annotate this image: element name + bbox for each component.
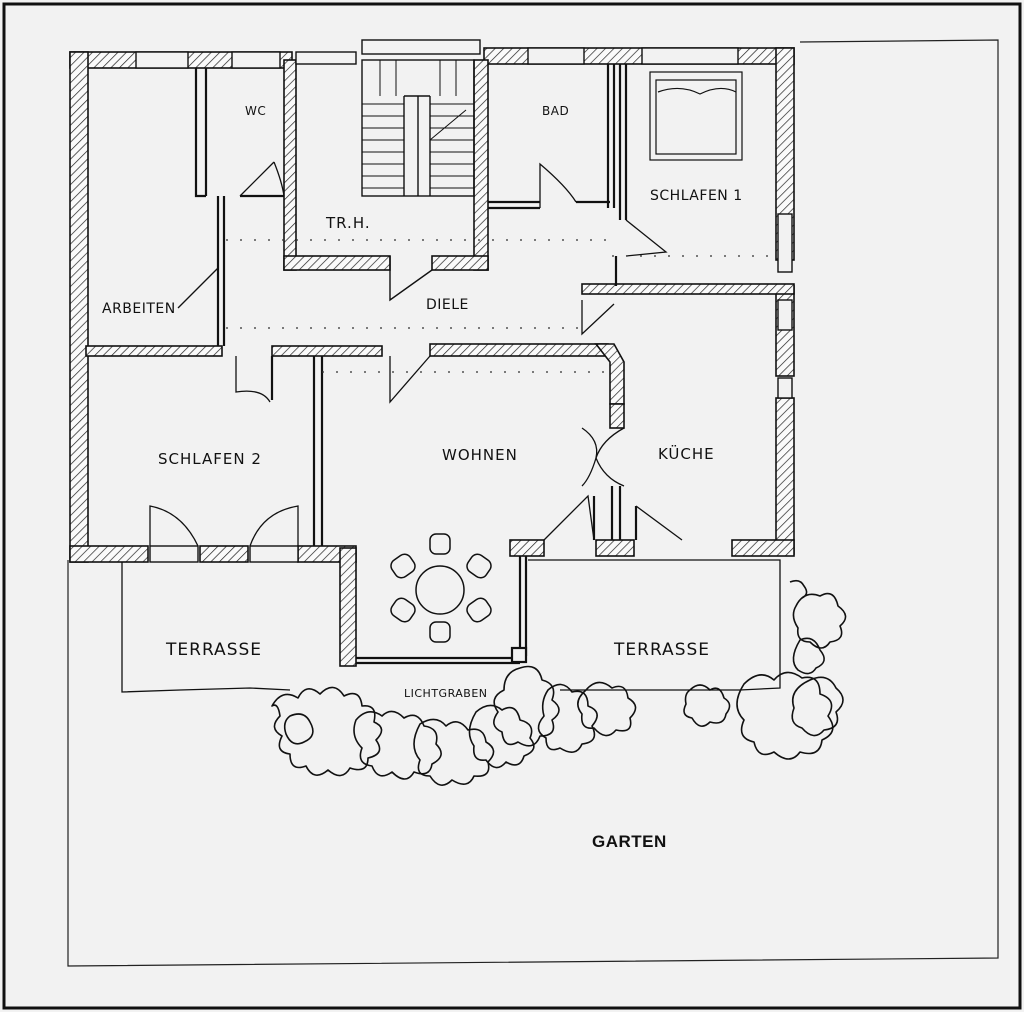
room-label-schlafen-2: SCHLAFEN 2 bbox=[158, 450, 262, 468]
terraces bbox=[121, 559, 781, 693]
staircase bbox=[361, 59, 475, 302]
wall-stair-left bbox=[283, 59, 297, 271]
dining-table-icon bbox=[390, 533, 492, 643]
doors bbox=[149, 161, 683, 547]
wall-stair-bottom-left bbox=[283, 255, 391, 271]
wall-arbeiten-bottom bbox=[85, 345, 223, 357]
wall-right-lower bbox=[775, 397, 795, 555]
wall-bottom-2 bbox=[199, 545, 249, 563]
wall-diele-right bbox=[429, 343, 609, 357]
interior-walls bbox=[194, 64, 638, 665]
room-label-kueche: KÜCHE bbox=[658, 445, 715, 463]
room-label-bad: BAD bbox=[542, 104, 570, 118]
wall-bottom-5 bbox=[595, 539, 635, 557]
room-label-trh: TR.H. bbox=[326, 214, 371, 232]
wall-schlafen1-bottom bbox=[581, 283, 795, 295]
room-label-wc: WC bbox=[245, 104, 267, 118]
wall-diele-left bbox=[271, 345, 383, 357]
room-label-wohnen: WOHNEN bbox=[442, 446, 518, 464]
exterior-walls bbox=[69, 47, 795, 667]
dashed-lines bbox=[226, 239, 776, 373]
wall-kueche-upper bbox=[609, 403, 625, 429]
bed-icon bbox=[649, 71, 743, 161]
wall-lichtgraben-left bbox=[339, 547, 357, 667]
terrace-label-left: TERRASSE bbox=[166, 640, 263, 660]
terrace-label-right: TERRASSE bbox=[614, 640, 711, 660]
lichtgraben-label: LICHTGRABEN bbox=[404, 687, 488, 700]
windows bbox=[135, 39, 793, 563]
wall-stair-right bbox=[473, 59, 489, 271]
wall-stair-bottom-right bbox=[431, 255, 489, 271]
shrubs bbox=[271, 579, 847, 786]
room-label-schlafen-1: SCHLAFEN 1 bbox=[650, 188, 743, 204]
property-boundary bbox=[67, 39, 999, 967]
wall-bottom-1 bbox=[69, 545, 149, 563]
wall-bottom-4 bbox=[509, 539, 545, 557]
wall-left bbox=[69, 51, 89, 563]
wall-bottom-6 bbox=[731, 539, 795, 557]
room-label-diele: DIELE bbox=[426, 297, 469, 313]
room-label-arbeiten: ARBEITEN bbox=[102, 301, 176, 317]
garden-label: GARTEN bbox=[592, 832, 667, 851]
